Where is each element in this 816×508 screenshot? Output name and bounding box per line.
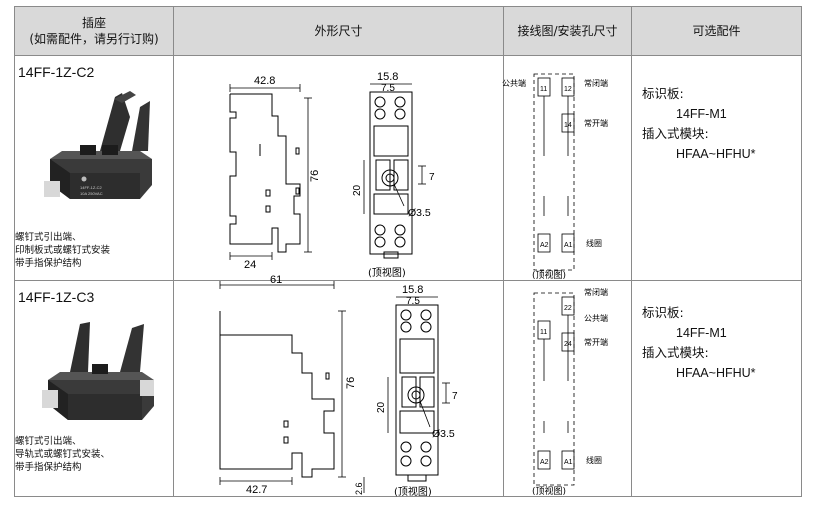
header-socket-title: 插座 xyxy=(81,16,106,30)
feature-note: 螺钉式引出端、 xyxy=(15,436,82,447)
product-print-rating: 10A 250VAC xyxy=(80,191,103,196)
wiring-cell: 11 12 14 A2 A1 公共端 常闭端 常开端 线圈 (顶视图) xyxy=(502,55,632,281)
marker-code: 14FF-M1 xyxy=(676,107,727,121)
dim-top: 15.8 xyxy=(377,71,398,83)
feature-note: 带手指保护结构 xyxy=(15,258,82,269)
socket-cell: 14FF-1Z-C3 螺钉式引出端、 导轨式或螺钉式安装、 带手指保护结构 xyxy=(14,280,174,497)
dim-top: 15.8 xyxy=(402,284,423,296)
marker-label: 标识板: xyxy=(642,86,684,101)
no-terminal-label: 常开端 xyxy=(584,118,608,128)
wiring-view-label: (顶视图) xyxy=(532,269,566,281)
dim-hole: Ø3.5 xyxy=(408,207,431,219)
feature-notes: 螺钉式引出端、 导轨式或螺钉式安装、 带手指保护结构 xyxy=(15,435,110,474)
wiring-view-label: (顶视图) xyxy=(532,485,566,497)
dimension-drawing-cell: 61 42.7 76 2.6 xyxy=(173,274,504,498)
terminal-label: A2 xyxy=(540,242,549,249)
feature-notes: 螺钉式引出端、 印制板式或螺钉式安装 带手指保护结构 xyxy=(15,231,110,270)
coil-label: 线圈 xyxy=(586,238,602,248)
accessories-list: 标识板: 14FF-M1 插入式模块: HFAA~HFHU* xyxy=(642,84,756,164)
side-view-outline xyxy=(229,93,301,253)
dimension-drawing-cell: 42.8 24 76 xyxy=(173,55,504,281)
table-row: 14FF-1Z-C3 螺钉式引出端、 导轨式或螺钉式安装、 带手指保护结构 xyxy=(14,274,802,498)
dim-height: 76 xyxy=(345,377,357,389)
header-dimensions: 外形尺寸 xyxy=(173,6,504,56)
socket-cell: 14FF-1Z-C2 14FF-1Z-C2 10A 250VAC 螺钉式引出端、… xyxy=(14,55,174,281)
terminal-label: 24 xyxy=(564,341,572,348)
module-code: HFAA~HFHU* xyxy=(676,366,756,380)
table-header-row: 插座 (如需配件，请另行订购) 外形尺寸 接线图/安装孔尺寸 可选配件 xyxy=(14,6,802,56)
module-label: 插入式模块: xyxy=(642,126,709,141)
dim-offset: 2.6 xyxy=(354,482,364,495)
model-name: 14FF-1Z-C2 xyxy=(18,64,95,80)
marker-code: 14FF-M1 xyxy=(676,326,727,340)
dim-mid: 20 xyxy=(376,401,387,413)
dim-top-inner: 7.5 xyxy=(381,83,395,94)
table-row: 14FF-1Z-C2 14FF-1Z-C2 10A 250VAC 螺钉式引出端、… xyxy=(14,55,802,281)
accessories-cell: 标识板: 14FF-M1 插入式模块: HFAA~HFHU* xyxy=(631,55,802,281)
dim-mid: 20 xyxy=(352,184,363,196)
terminal-label: A2 xyxy=(540,459,549,466)
top-view-label: (顶视图) xyxy=(394,485,432,498)
terminal-label: A1 xyxy=(564,242,573,249)
terminal-label: 11 xyxy=(540,329,547,336)
top-view-label: (顶视图) xyxy=(368,266,406,279)
product-photo: 14FF-1Z-C2 10A 250VAC xyxy=(44,91,152,199)
feature-note: 导轨式或螺钉式安装、 xyxy=(15,449,111,460)
module-label: 插入式模块: xyxy=(642,345,709,360)
wiring-cell: 22 11 24 A2 A1 常闭端 公共端 常开端 线圈 (顶视图) xyxy=(503,280,632,497)
product-photo xyxy=(42,322,154,420)
dim-height: 76 xyxy=(309,170,321,182)
top-view-outline xyxy=(395,304,439,482)
header-wiring: 接线图/安装孔尺寸 xyxy=(503,6,632,56)
common-terminal-label: 公共端 xyxy=(502,78,526,88)
dim-top-inner: 7.5 xyxy=(406,296,420,307)
header-socket-note: (如需配件，请另行订购) xyxy=(29,32,159,46)
header-socket: 插座 (如需配件，请另行订购) xyxy=(14,6,174,56)
dim-pitch: 7 xyxy=(452,391,458,402)
dim-pitch: 7 xyxy=(429,172,435,183)
feature-note: 螺钉式引出端、 xyxy=(15,232,82,243)
dimension-drawing: 61 42.7 76 2.6 xyxy=(219,274,458,498)
terminal-label: 12 xyxy=(564,86,572,93)
dim-width: 42.8 xyxy=(254,75,275,87)
dim-bottom: 42.7 xyxy=(246,484,267,496)
product-print-model: 14FF-1Z-C2 xyxy=(80,185,103,190)
terminal-label: A1 xyxy=(564,459,573,466)
side-view-outline xyxy=(219,311,335,478)
wiring-diagram: 22 11 24 A2 A1 常闭端 公共端 常开端 线圈 (顶视图) xyxy=(532,287,608,497)
top-view-outline xyxy=(369,91,413,259)
nc-terminal-label: 常闭端 xyxy=(584,287,608,297)
accessories-list: 标识板: 14FF-M1 插入式模块: HFAA~HFHU* xyxy=(642,303,756,383)
accessories-cell: 标识板: 14FF-M1 插入式模块: HFAA~HFHU* xyxy=(631,280,802,497)
module-code: HFAA~HFHU* xyxy=(676,147,756,161)
wiring-diagram: 11 12 14 A2 A1 公共端 常闭端 常开端 线圈 (顶视图) xyxy=(502,73,608,281)
model-name: 14FF-1Z-C3 xyxy=(18,289,95,305)
common-terminal-label: 公共端 xyxy=(584,313,608,323)
dimension-drawing: 42.8 24 76 xyxy=(229,71,435,279)
header-accessories: 可选配件 xyxy=(631,6,802,56)
dim-width: 61 xyxy=(270,274,282,286)
dimension-lines xyxy=(229,84,312,260)
no-terminal-label: 常开端 xyxy=(584,337,608,347)
terminal-label: 11 xyxy=(540,86,547,93)
coil-label: 线圈 xyxy=(586,455,602,465)
terminal-label: 22 xyxy=(564,305,572,312)
feature-note: 带手指保护结构 xyxy=(15,462,82,473)
terminal-label: 14 xyxy=(564,122,572,129)
marker-label: 标识板: xyxy=(642,305,684,320)
socket-spec-table: 插座 (如需配件，请另行订购) 外形尺寸 接线图/安装孔尺寸 可选配件 14FF-… xyxy=(14,6,802,498)
nc-terminal-label: 常闭端 xyxy=(584,78,608,88)
feature-note: 印制板式或螺钉式安装 xyxy=(15,245,111,256)
dim-bottom: 24 xyxy=(244,259,256,271)
dim-hole: Ø3.5 xyxy=(432,428,455,440)
